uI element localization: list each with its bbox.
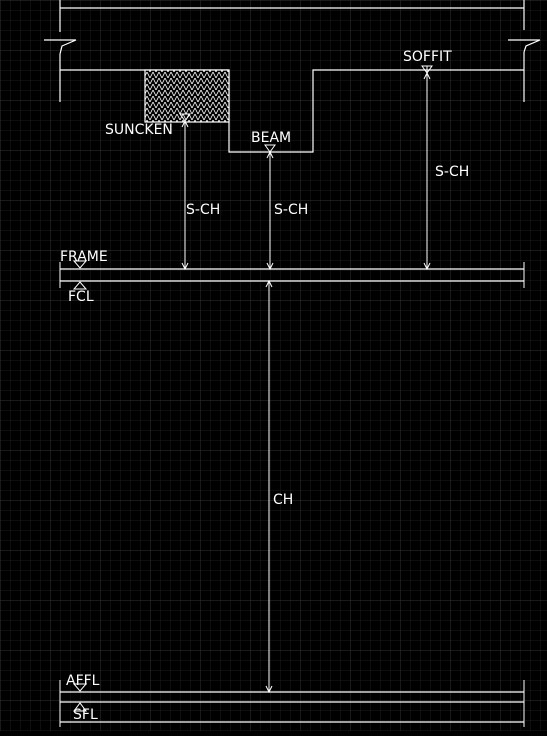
s-ch-label-beam: S-CH xyxy=(274,202,308,218)
floor-level-lines xyxy=(59,680,525,727)
level-markers xyxy=(72,65,433,712)
soffit-label: SOFFIT xyxy=(403,49,452,65)
s-ch-label-suncken: S-CH xyxy=(186,202,220,218)
frame-label: FRAME xyxy=(60,249,108,265)
fcl-label: FCL xyxy=(68,289,94,305)
affl-label: AFFL xyxy=(66,673,100,689)
affl-marker-icon xyxy=(72,683,88,692)
sfl-label: SFL xyxy=(73,707,98,723)
soffit-marker-icon xyxy=(421,65,433,74)
fcl-marker-icon xyxy=(72,281,88,290)
suncken-marker-icon xyxy=(179,113,191,122)
suncken-hatched-block xyxy=(144,69,230,123)
frame-level-lines xyxy=(59,262,525,288)
beam-marker-icon xyxy=(264,144,276,153)
frame-marker-icon xyxy=(72,260,88,269)
ch-label: CH xyxy=(273,492,293,508)
s-ch-label-soffit: S-CH xyxy=(435,164,469,180)
suncken-label: SUNCKEN xyxy=(105,122,173,138)
beam-label: BEAM xyxy=(251,130,291,146)
dimension-lines xyxy=(181,71,431,694)
sfl-marker-icon xyxy=(73,702,87,712)
